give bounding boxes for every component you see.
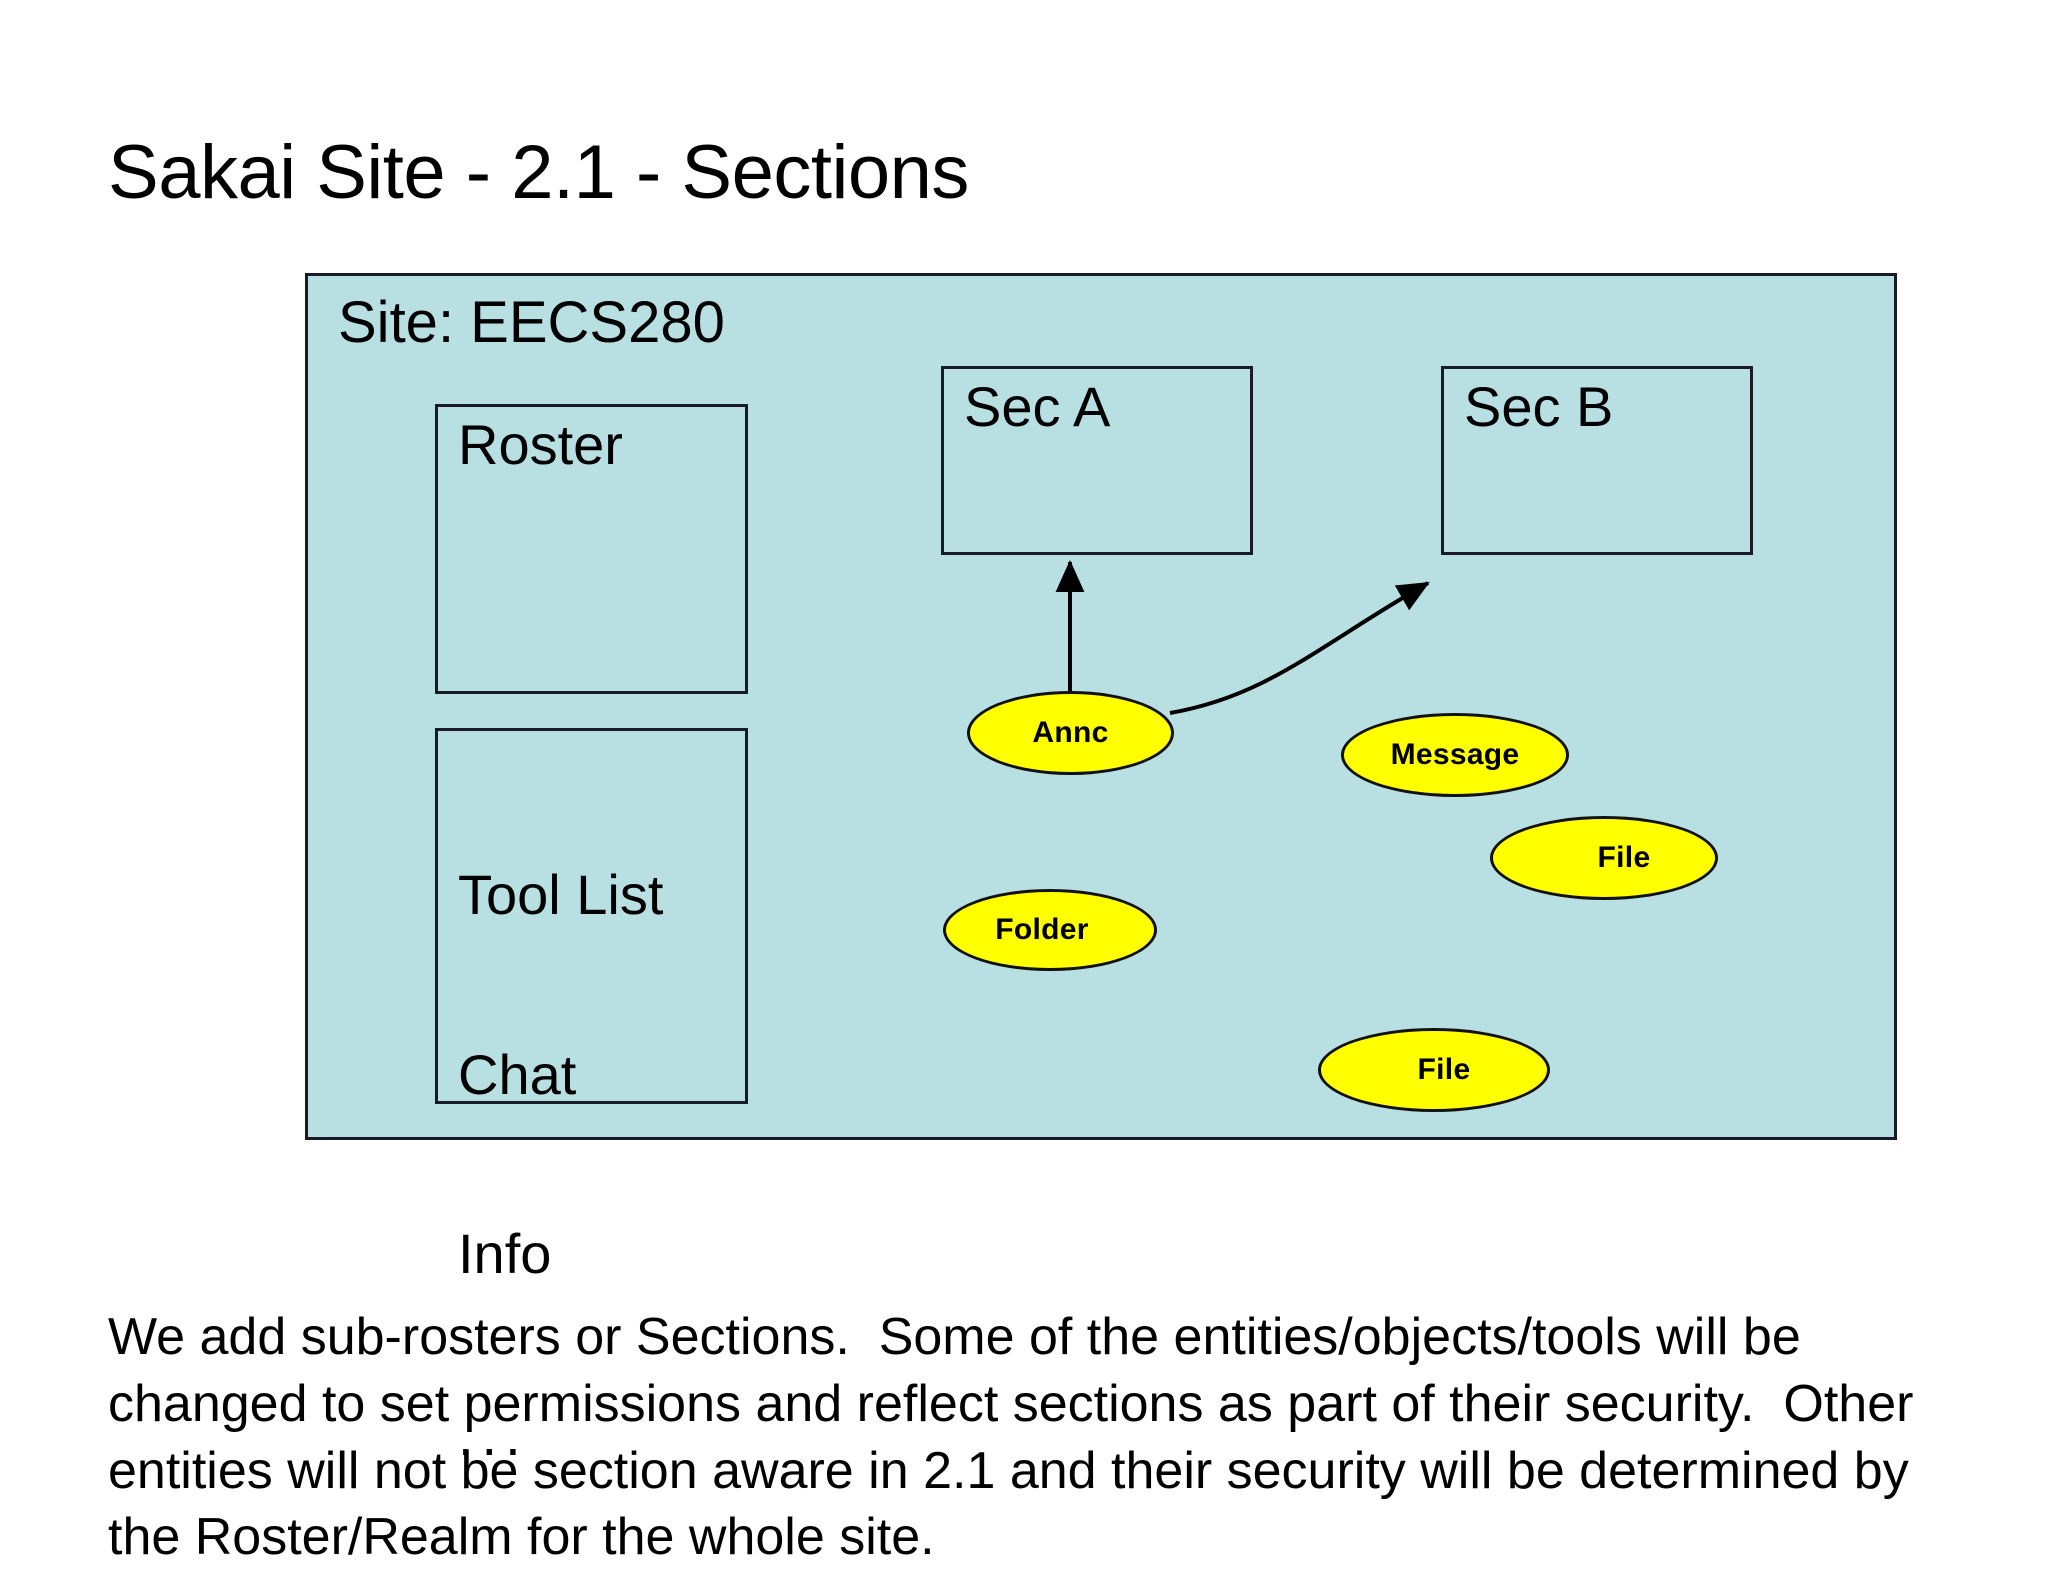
box-sec-a: Sec A (941, 366, 1253, 555)
node-folder: Folder (943, 889, 1157, 971)
box-sec-b-label: Sec B (1464, 375, 1614, 438)
node-file-1-label: File (1597, 841, 1651, 874)
node-file-2-label: File (1417, 1053, 1471, 1086)
slide-body-text: We add sub-rosters or Sections. Some of … (108, 1308, 1928, 1567)
node-annc: Annc (967, 691, 1174, 775)
node-file-1: File (1490, 816, 1718, 900)
box-roster-label: Roster (458, 413, 623, 476)
tool-list-item-1: Chat (458, 1042, 577, 1106)
box-roster: Roster (435, 404, 748, 694)
tool-list-item-0: Tool List (458, 862, 664, 926)
node-file-2: File (1318, 1028, 1550, 1112)
box-tool-list: Tool List Chat Info ... (435, 728, 748, 1463)
site-label: Site: EECS280 (338, 290, 725, 355)
node-annc-label: Annc (1032, 716, 1109, 749)
box-sec-b: Sec B (1441, 366, 1753, 555)
tool-list-ellipsis: ... (458, 1403, 529, 1467)
box-sec-a-label: Sec A (964, 375, 1111, 438)
box-tool-list-label: Tool List Chat Info ... (458, 745, 663, 1579)
arrow-annc-to-sec-b (1169, 581, 1430, 715)
site-diagram: Site: EECS280 Roster Tool List Chat Info… (305, 273, 1897, 1463)
node-folder-label: Folder (995, 913, 1089, 946)
node-message-label: Message (1390, 738, 1520, 771)
page-title: Sakai Site - 2.1 - Sections (108, 129, 969, 215)
tool-list-item-2: Info (458, 1222, 552, 1286)
node-message: Message (1341, 713, 1569, 797)
